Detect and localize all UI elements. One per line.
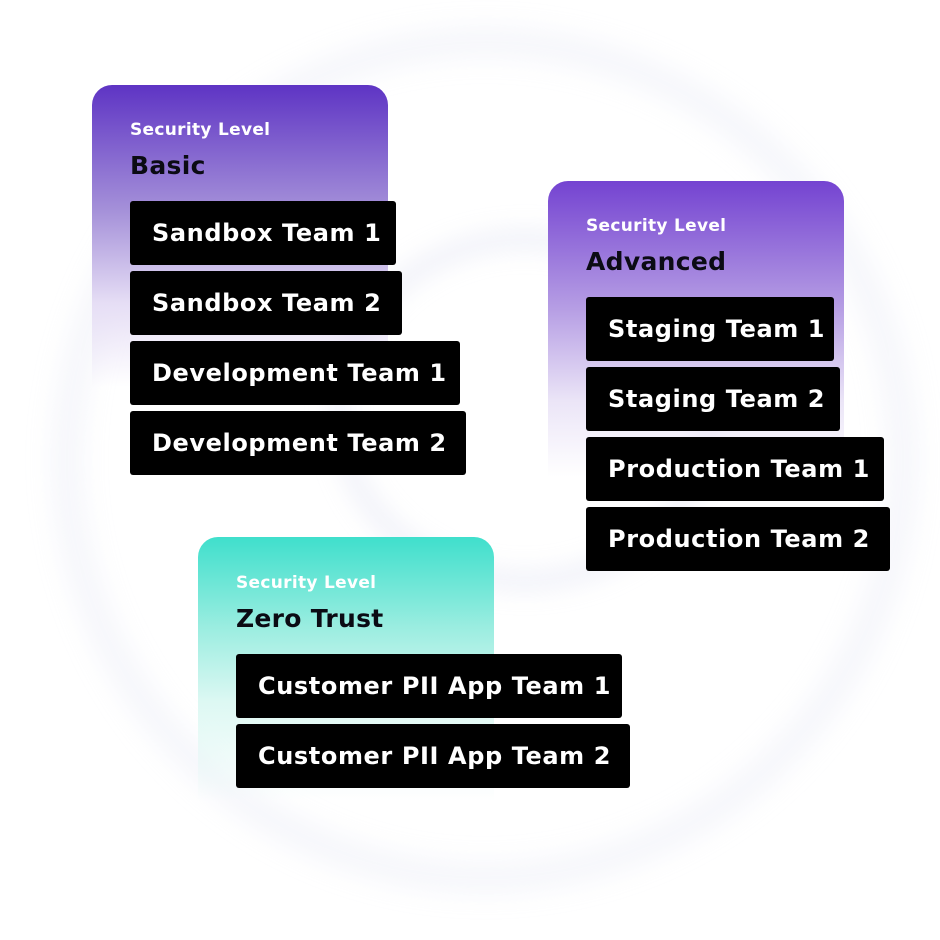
team-item: Staging Team 1 xyxy=(586,297,834,361)
security-level-name: Advanced xyxy=(586,247,727,276)
team-item: Sandbox Team 2 xyxy=(130,271,402,335)
security-level-label: Security Level xyxy=(586,216,727,236)
team-item: Staging Team 2 xyxy=(586,367,840,431)
security-level-name: Zero Trust xyxy=(236,604,384,633)
team-item: Development Team 1 xyxy=(130,341,460,405)
team-item: Production Team 2 xyxy=(586,507,890,571)
team-item: Production Team 1 xyxy=(586,437,884,501)
security-level-label: Security Level xyxy=(236,573,377,593)
team-item: Development Team 2 xyxy=(130,411,466,475)
security-level-label: Security Level xyxy=(130,120,271,140)
team-item: Customer PII App Team 1 xyxy=(236,654,622,718)
team-item: Sandbox Team 1 xyxy=(130,201,396,265)
team-item: Customer PII App Team 2 xyxy=(236,724,630,788)
security-level-name: Basic xyxy=(130,151,206,180)
